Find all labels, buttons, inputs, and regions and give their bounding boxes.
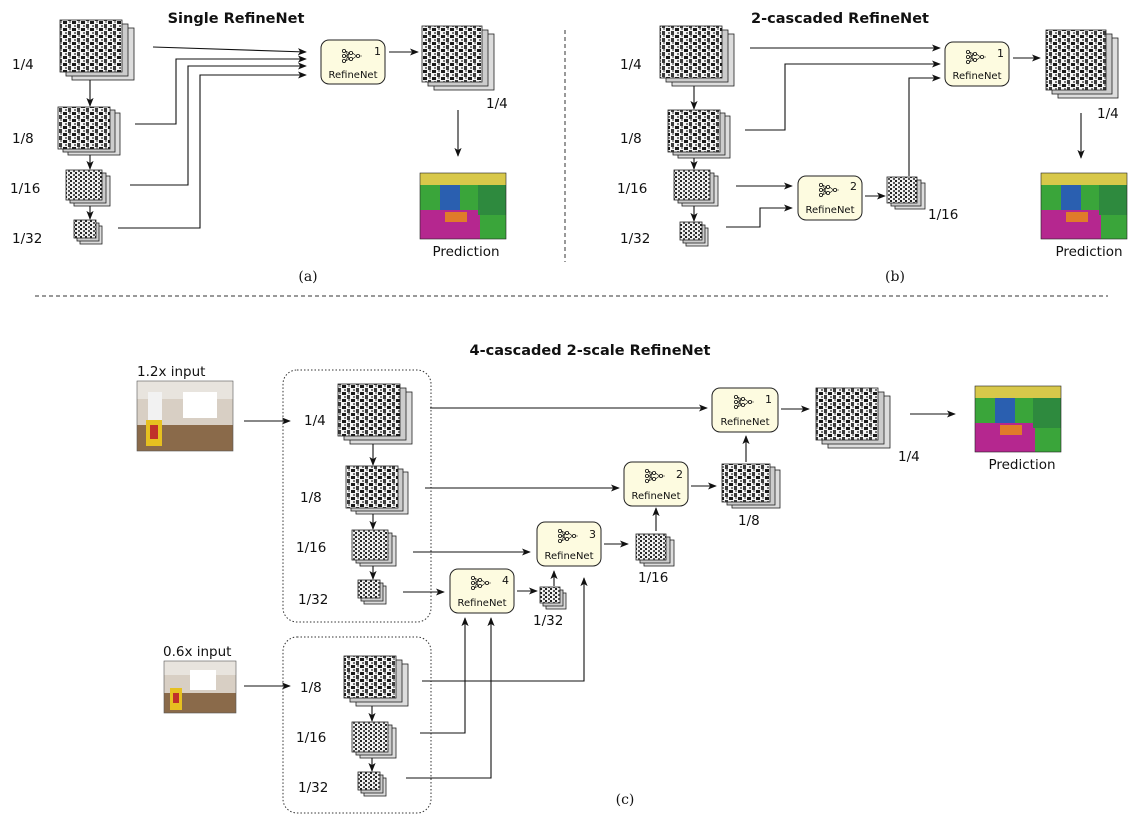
block-number-c-2: 2 (676, 468, 683, 481)
mid-scale-c-1-32: 1/32 (533, 613, 563, 629)
feature-stack-a-1-32 (73, 219, 103, 245)
block-label-c-1: RefineNet (721, 417, 770, 428)
feature-stack-a-1-4 (59, 19, 135, 81)
scale-label-b-1-32: 1/32 (620, 231, 650, 247)
panel-a-title: Single RefineNet (168, 11, 305, 27)
feature-stack-c-high-1-4 (337, 383, 413, 445)
caption-c: (c) (616, 792, 635, 808)
feature-stack-c-high-1-32 (357, 579, 387, 605)
block-label-c-3: RefineNet (545, 551, 594, 562)
prediction-label-a: Prediction (432, 244, 499, 260)
prediction-image-b (1040, 172, 1128, 240)
prediction-label-c: Prediction (988, 457, 1055, 473)
mid-stack-c-1-8 (721, 463, 781, 509)
refinenet-block-b-1: 1 RefineNet (944, 41, 1010, 87)
output-scale-b: 1/4 (1097, 106, 1119, 122)
encoder-group-high (282, 369, 432, 623)
scale-label-c-high-1-8: 1/8 (300, 490, 322, 506)
scale-label-c-low-1-8: 1/8 (300, 680, 322, 696)
output-stack-c (815, 387, 891, 449)
feature-stack-c-low-1-32 (357, 771, 387, 797)
scale-label-b-1-8: 1/8 (620, 131, 642, 147)
prediction-label-b: Prediction (1055, 244, 1122, 260)
block-number-c-3: 3 (589, 528, 596, 541)
output-stack-b (1045, 29, 1119, 99)
feature-stack-a-1-16 (65, 169, 111, 207)
mid-scale-b: 1/16 (928, 207, 958, 223)
scale-label-c-low-1-16: 1/16 (296, 730, 326, 746)
block-label-c-2: RefineNet (632, 491, 681, 502)
scale-label-b-1-16: 1/16 (617, 181, 647, 197)
block-number-c-1: 1 (765, 393, 772, 406)
feature-stack-c-low-1-16 (351, 721, 397, 759)
block-number-b-2: 2 (850, 180, 857, 193)
caption-a: (a) (298, 269, 317, 285)
panel-b-title: 2-cascaded RefineNet (751, 11, 929, 27)
block-number-c-4: 4 (502, 574, 509, 587)
feature-stack-b-1-16 (673, 169, 719, 207)
mid-stack-c-1-16 (635, 533, 675, 567)
refinenet-block-c-2: 2 RefineNet (623, 461, 689, 507)
scale-label-a-1-4: 1/4 (12, 57, 34, 73)
refinenet-block-a-1: 1 RefineNet (320, 39, 386, 85)
mid-scale-c-1-16: 1/16 (638, 570, 668, 586)
block-number-a-1: 1 (374, 45, 381, 58)
prediction-image-c (974, 385, 1062, 453)
mid-scale-c-1-8: 1/8 (738, 513, 760, 529)
prediction-image-a (419, 172, 507, 240)
block-label-a-1: RefineNet (329, 70, 378, 81)
panel-c-title: 4-cascaded 2-scale RefineNet (470, 343, 711, 359)
block-number-b-1: 1 (997, 47, 1004, 60)
scale-label-c-high-1-4: 1/4 (304, 413, 326, 429)
block-label-b-1: RefineNet (953, 71, 1002, 82)
refinenet-block-c-4: 4 RefineNet (449, 568, 515, 614)
caption-b: (b) (885, 269, 905, 285)
feature-stack-c-high-1-8 (345, 465, 409, 515)
output-stack-a (421, 25, 495, 91)
scale-label-a-1-32: 1/32 (12, 231, 42, 247)
output-scale-a: 1/4 (486, 96, 508, 112)
input-image-high (136, 380, 234, 452)
scale-label-b-1-4: 1/4 (620, 57, 642, 73)
refinenet-block-c-1: 1 RefineNet (711, 387, 779, 433)
scale-label-c-high-1-16: 1/16 (296, 540, 326, 556)
refinenet-block-b-2: 2 RefineNet (797, 175, 863, 221)
feature-stack-b-1-32 (679, 221, 709, 247)
mid-stack-b (886, 176, 926, 210)
block-label-c-4: RefineNet (458, 598, 507, 609)
panel-a: Single RefineNet 1/4 1/8 1/16 1/32 (10, 11, 508, 285)
input-low-label: 0.6x input (163, 644, 231, 660)
refinenet-block-c-3: 3 RefineNet (536, 521, 602, 567)
feature-stack-a-1-8 (57, 106, 121, 156)
input-image-low (163, 660, 237, 714)
panel-c: 4-cascaded 2-scale RefineNet 1.2x input … (136, 343, 1062, 814)
feature-stack-c-high-1-16 (351, 529, 397, 567)
scale-label-a-1-16: 1/16 (10, 181, 40, 197)
scale-label-c-high-1-32: 1/32 (298, 592, 328, 608)
mid-stack-c-1-32 (539, 586, 567, 610)
scale-label-c-low-1-32: 1/32 (298, 780, 328, 796)
feature-stack-b-1-8 (667, 109, 731, 159)
feature-stack-c-low-1-8 (343, 655, 409, 707)
output-scale-c: 1/4 (898, 449, 920, 465)
input-high-label: 1.2x input (137, 364, 205, 380)
feature-stack-b-1-4 (659, 25, 735, 87)
encoder-group-low (282, 636, 432, 814)
panel-b: 2-cascaded RefineNet 1/4 1/8 1/16 1/32 (617, 11, 1128, 285)
scale-label-a-1-8: 1/8 (12, 131, 34, 147)
block-label-b-2: RefineNet (806, 205, 855, 216)
